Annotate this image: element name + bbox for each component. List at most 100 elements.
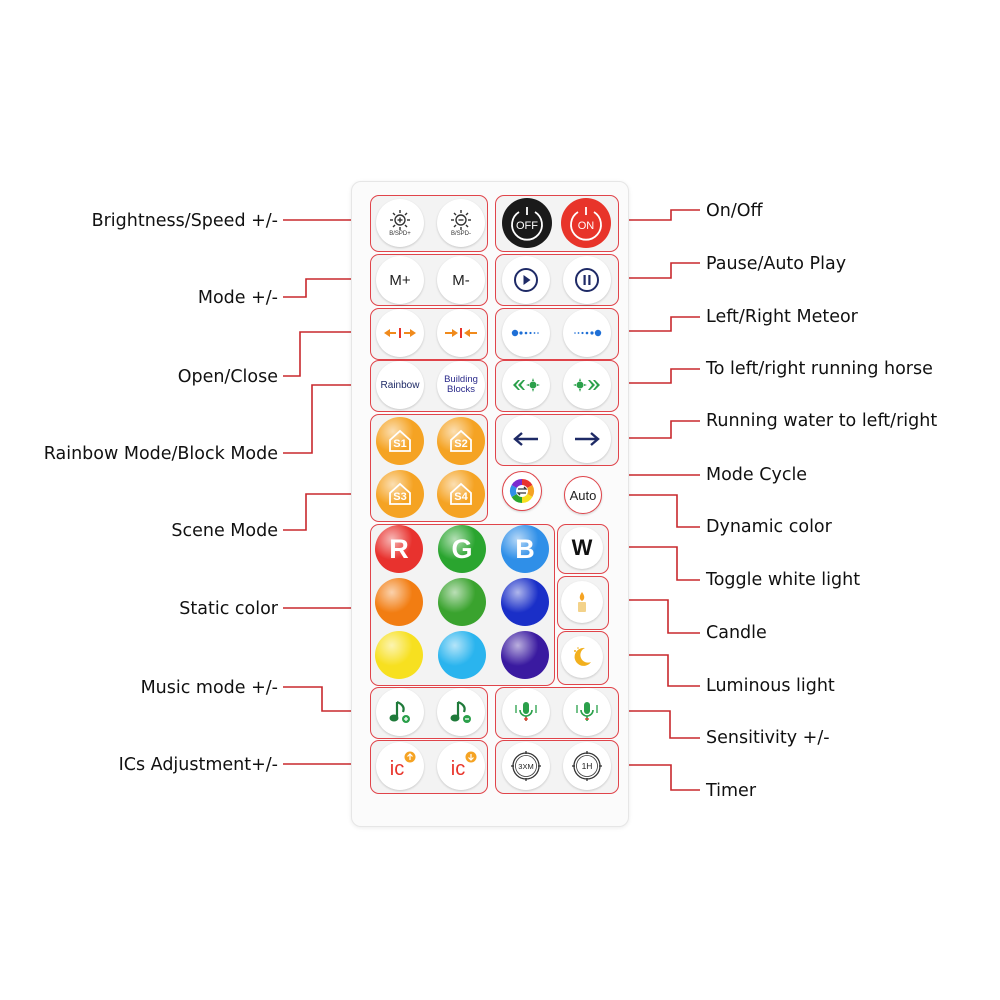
label-dynamic-color: Dynamic color [706,517,832,537]
arrow-right-icon [575,432,600,446]
timer-1h-button[interactable]: 1H [563,742,611,790]
label-mode: Mode +/- [197,288,278,308]
label-timer: Timer [706,781,757,801]
music-mode-plus-button[interactable] [376,688,424,736]
label-luminous-light: Luminous light [706,676,835,696]
open-arrows-icon [384,328,416,338]
scene-4-text: S4 [454,491,468,503]
static-color-cyan[interactable] [438,631,486,679]
candle-icon [578,592,586,612]
off-button[interactable]: OFF [502,198,552,248]
static-color-lime[interactable] [438,578,486,626]
candle-button[interactable] [561,581,603,623]
scene-1-text: S1 [393,438,407,450]
label-toggle-white-light: Toggle white light [706,570,861,590]
label-sensitivity: Sensitivity +/- [706,728,830,748]
running-horse-right-button[interactable] [563,361,611,409]
mode-plus-text: M+ [389,271,411,289]
microphone-icon [515,702,537,721]
meteor-right-button[interactable] [563,309,611,357]
static-color-purple[interactable] [501,631,549,679]
red-button[interactable]: R [375,525,423,573]
mode-minus-button[interactable]: M- [437,256,485,304]
auto-text: Auto [569,487,597,503]
green-button[interactable]: G [438,525,486,573]
running-horse-left-button[interactable] [502,361,550,409]
mode-minus-text: M- [452,271,470,289]
house-icon [450,429,472,452]
red-text: R [389,533,409,564]
luminous-light-button[interactable] [561,636,603,678]
ic-minus-badge-icon [465,751,477,763]
pause-button[interactable] [563,256,611,304]
on-text: ON [577,220,595,232]
pause-icon [575,268,599,292]
running-horse-icon [513,378,540,392]
music-note-icon [450,700,471,723]
arrow-left-icon [513,432,538,446]
running-horse-icon [573,378,600,392]
label-candle: Candle [706,623,767,643]
scene-3-button[interactable]: S3 [376,470,424,518]
label-rainbow-block: Rainbow Mode/Block Mode [43,444,278,464]
scene-2-text: S2 [454,438,468,450]
white-text: W [571,535,593,560]
power-icon [570,207,602,241]
timer-1h-text: 1H [581,761,593,771]
house-icon [389,429,411,452]
building-blocks-text-2: Blocks [447,384,475,395]
bspd-plus-text: B/SPD+ [389,231,411,237]
label-mode-cycle: Mode Cycle [706,465,808,485]
running-water-left-button[interactable] [502,415,550,463]
close-button[interactable] [437,309,485,357]
meteor-icon [574,329,602,337]
timer-30m-button[interactable]: 3XM [502,742,550,790]
static-color-orange[interactable] [375,578,423,626]
auto-button[interactable]: Auto [564,476,602,514]
microphone-icon [576,702,598,721]
white-light-button[interactable]: W [561,527,603,569]
timer-icon [511,751,541,781]
sensitivity-plus-button[interactable] [502,688,550,736]
power-icon [511,207,543,241]
auto-play-button[interactable] [502,256,550,304]
building-blocks-text-1: Building [444,374,478,385]
label-running-water: Running water to left/right [706,411,938,431]
music-mode-minus-button[interactable] [437,688,485,736]
rainbow-button[interactable]: Rainbow [376,361,424,409]
mode-plus-button[interactable]: M+ [376,256,424,304]
sensitivity-minus-button[interactable] [563,688,611,736]
label-on-off: On/Off [706,201,763,221]
ic-minus-text: ic [450,757,466,780]
play-icon [514,268,538,292]
label-music-mode: Music mode +/- [140,678,278,698]
scene-1-button[interactable]: S1 [376,417,424,465]
label-brightness-speed: Brightness/Speed +/- [91,211,278,231]
ics-minus-button[interactable]: ic [437,742,485,790]
on-button[interactable]: ON [561,198,611,248]
label-left-right-meteor: Left/Right Meteor [706,307,858,327]
running-water-right-button[interactable] [563,415,611,463]
moon-icon [574,647,591,666]
scene-3-text: S3 [393,491,407,503]
brightness-minus-button[interactable]: B/SPD- [437,199,485,247]
mode-cycle-button[interactable] [502,471,542,511]
scene-2-button[interactable]: S2 [437,417,485,465]
scene-4-button[interactable]: S4 [437,470,485,518]
static-color-yellow[interactable] [375,631,423,679]
brightness-plus-button[interactable]: B/SPD+ [376,199,424,247]
building-blocks-button[interactable]: Building Blocks [437,361,485,409]
bspd-minus-text: B/SPD- [450,231,471,237]
ic-plus-badge-icon [404,751,416,763]
blue-button[interactable]: B [501,525,549,573]
house-icon [389,482,411,505]
green-text: G [451,533,473,564]
ics-plus-button[interactable]: ic [376,742,424,790]
static-color-navy[interactable] [501,578,549,626]
meteor-left-button[interactable] [502,309,550,357]
label-pause-auto-play: Pause/Auto Play [706,254,847,274]
open-button[interactable] [376,309,424,357]
rainbow-text: Rainbow [380,379,420,391]
off-text: OFF [516,220,538,232]
label-open-close: Open/Close [177,367,278,387]
